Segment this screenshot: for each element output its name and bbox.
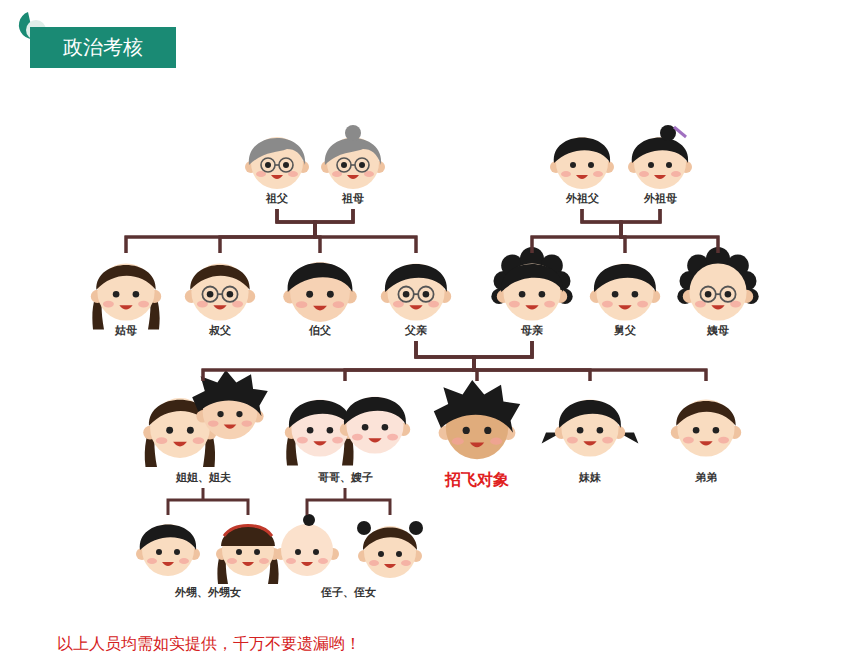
family-line bbox=[532, 209, 660, 253]
family-line bbox=[474, 341, 532, 381]
maternal-grandfather-face bbox=[550, 137, 614, 189]
family-member: 祖母 bbox=[318, 134, 388, 206]
family-line bbox=[582, 209, 718, 253]
family-line bbox=[307, 488, 390, 515]
family-line bbox=[220, 209, 315, 253]
family-member: 招飞对象 bbox=[432, 384, 522, 490]
family-line bbox=[532, 209, 621, 253]
maternal-aunt-face bbox=[677, 247, 758, 321]
family-member: 伯父 bbox=[282, 256, 358, 338]
family-line bbox=[474, 341, 706, 381]
family-member: 外祖母 bbox=[625, 134, 695, 206]
member-label: 侄子、侄女 bbox=[321, 586, 376, 600]
niece-face bbox=[216, 524, 280, 584]
member-label: 哥哥、嫂子 bbox=[318, 471, 373, 485]
member-label: 妹妹 bbox=[579, 471, 601, 485]
member-label: 伯父 bbox=[309, 324, 331, 338]
member-label: 姑母 bbox=[115, 324, 137, 338]
family-line bbox=[203, 341, 474, 381]
family-line bbox=[416, 341, 477, 381]
family-member: 弟弟 bbox=[666, 384, 746, 485]
member-label: 外祖母 bbox=[644, 192, 677, 206]
candidate-face bbox=[434, 380, 520, 459]
member-label: 姨母 bbox=[707, 324, 729, 338]
family-member: 舅父 bbox=[587, 256, 663, 338]
family-line bbox=[416, 341, 590, 381]
family-line bbox=[277, 209, 416, 253]
member-label: 祖父 bbox=[266, 192, 288, 206]
member-label: 外祖父 bbox=[566, 192, 599, 206]
sister-in-law-face bbox=[340, 396, 410, 453]
family-line bbox=[345, 341, 474, 381]
family-line bbox=[621, 209, 660, 253]
mother-face bbox=[491, 247, 572, 321]
maternal-grandmother-face bbox=[628, 125, 692, 189]
member-label: 姐姐、姐夫 bbox=[176, 471, 231, 485]
family-member: 侄子、侄女 bbox=[283, 518, 413, 600]
family-line bbox=[621, 209, 718, 253]
family-member: 姑母 bbox=[88, 256, 164, 338]
family-line bbox=[168, 488, 248, 515]
family-member: 外祖父 bbox=[547, 134, 617, 206]
aunt-face bbox=[91, 263, 161, 329]
member-label: 舅父 bbox=[614, 324, 636, 338]
family-member: 母亲 bbox=[494, 256, 570, 338]
family-member: 哥哥、嫂子 bbox=[286, 384, 404, 485]
elder-uncle-face bbox=[283, 262, 357, 322]
member-label: 招飞对象 bbox=[445, 470, 509, 490]
member-label: 母亲 bbox=[521, 324, 543, 338]
family-member: 父亲 bbox=[378, 256, 454, 338]
member-label: 叔父 bbox=[209, 324, 231, 338]
title-banner bbox=[30, 27, 176, 68]
family-line bbox=[203, 341, 532, 381]
title-text: 政治考核 bbox=[30, 27, 176, 68]
member-label: 外甥、外甥女 bbox=[175, 586, 241, 600]
baby-niece-face bbox=[357, 521, 423, 578]
family-line bbox=[220, 209, 353, 253]
family-member: 妹妹 bbox=[542, 384, 638, 485]
family-member: 外甥、外甥女 bbox=[143, 518, 273, 600]
footnote: 以上人员均需如实提供，千万不要遗漏哟！ bbox=[57, 634, 361, 655]
grandmother-face bbox=[321, 125, 385, 189]
family-line bbox=[345, 341, 532, 381]
family-member: 祖父 bbox=[242, 134, 312, 206]
member-label: 弟弟 bbox=[695, 471, 717, 485]
family-line bbox=[126, 209, 353, 253]
father-face bbox=[381, 263, 451, 320]
family-line bbox=[315, 209, 416, 253]
uncle-face bbox=[185, 263, 255, 320]
family-member: 姐姐、姐夫 bbox=[141, 384, 265, 485]
member-label: 父亲 bbox=[405, 324, 427, 338]
member-label: 祖母 bbox=[342, 192, 364, 206]
baby-nephew-face bbox=[275, 514, 339, 576]
family-member: 叔父 bbox=[182, 256, 258, 338]
family-line bbox=[315, 209, 353, 253]
family-line bbox=[582, 209, 625, 253]
maternal-uncle-face bbox=[590, 263, 660, 320]
nephew-face bbox=[136, 524, 200, 576]
younger-brother-face bbox=[671, 399, 741, 456]
family-member: 姨母 bbox=[680, 256, 756, 338]
grandfather-face bbox=[245, 137, 309, 189]
younger-sister-face bbox=[542, 399, 639, 456]
family-line bbox=[416, 341, 706, 381]
